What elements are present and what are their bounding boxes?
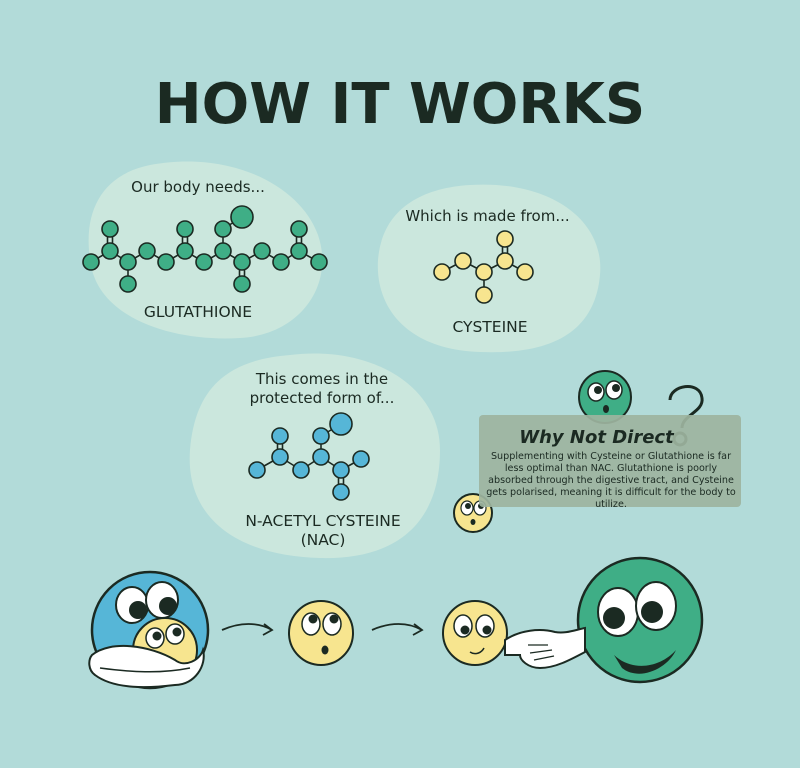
- nac-intro-line2: protected form of...: [249, 389, 395, 407]
- molecule-atom: [176, 220, 194, 238]
- molecule-atom: [496, 252, 514, 270]
- molecule-atom: [290, 242, 308, 260]
- molecule-atom: [312, 448, 330, 466]
- molecule-atom: [101, 242, 119, 260]
- molecule-atom: [433, 263, 451, 281]
- molecule-atom: [119, 275, 137, 293]
- why-not-direct-title: Why Not Direct: [519, 427, 674, 448]
- surprised-yellow-face: [288, 600, 354, 666]
- why-not-direct-box: [479, 415, 741, 507]
- molecule-atom: [248, 461, 266, 479]
- molecule-atom: [312, 427, 330, 445]
- cysteine-molecule: [433, 230, 534, 304]
- molecule-atom: [230, 205, 254, 229]
- big-green-smiling-face: [576, 556, 704, 684]
- molecule-atom: [195, 253, 213, 271]
- molecule-atom: [332, 461, 350, 479]
- molecule-atom: [271, 427, 289, 445]
- nac-label-line1: N-ACETYL CYSTEINE: [245, 512, 401, 530]
- molecule-atom: [475, 286, 493, 304]
- molecule-atom: [101, 220, 119, 238]
- molecule-atom: [475, 263, 493, 281]
- molecule-atom: [176, 242, 194, 260]
- glutathione-molecule: [82, 205, 328, 293]
- molecule-atom: [310, 253, 328, 271]
- cysteine-label: CYSTEINE: [452, 318, 528, 336]
- molecule-atom: [292, 461, 310, 479]
- page-title: HOW IT WORKS: [154, 72, 646, 137]
- molecule-atom: [233, 275, 251, 293]
- molecule-atom: [290, 220, 308, 238]
- arrow-icon: [221, 623, 274, 636]
- nac-label-line2: (NAC): [300, 531, 346, 549]
- worried-green-face: [578, 370, 632, 424]
- molecule-atom: [138, 242, 156, 260]
- molecule-atom: [329, 412, 353, 436]
- blue-face-hugging-yellow: [88, 570, 210, 690]
- molecule-atom: [272, 253, 290, 271]
- molecule-atom: [516, 263, 534, 281]
- why-not-direct-body: Supplementing with Cysteine or Glutathio…: [486, 451, 736, 510]
- glutathione-intro: Our body needs...: [131, 178, 265, 196]
- hug-icon: [88, 644, 205, 689]
- handshake-icon: [504, 626, 586, 670]
- molecule-atom: [119, 253, 137, 271]
- molecule-atom: [214, 242, 232, 260]
- nac-molecule: [248, 412, 370, 501]
- molecule-atom: [271, 448, 289, 466]
- yellow-face-handshake: [442, 600, 508, 666]
- glutathione-label: GLUTATHIONE: [143, 303, 253, 321]
- molecule-atom: [496, 230, 514, 248]
- cysteine-intro: Which is made from...: [405, 207, 570, 225]
- molecule-atom: [82, 253, 100, 271]
- molecule-atom: [233, 253, 251, 271]
- molecule-atom: [454, 252, 472, 270]
- molecule-atom: [253, 242, 271, 260]
- molecule-atom: [214, 220, 232, 238]
- arrow-icon: [371, 623, 424, 636]
- glutathione-bubble: [88, 161, 323, 339]
- nac-intro-line1: This comes in the: [255, 370, 389, 388]
- molecule-atom: [157, 253, 175, 271]
- molecule-atom: [332, 483, 350, 501]
- molecule-atom: [352, 450, 370, 468]
